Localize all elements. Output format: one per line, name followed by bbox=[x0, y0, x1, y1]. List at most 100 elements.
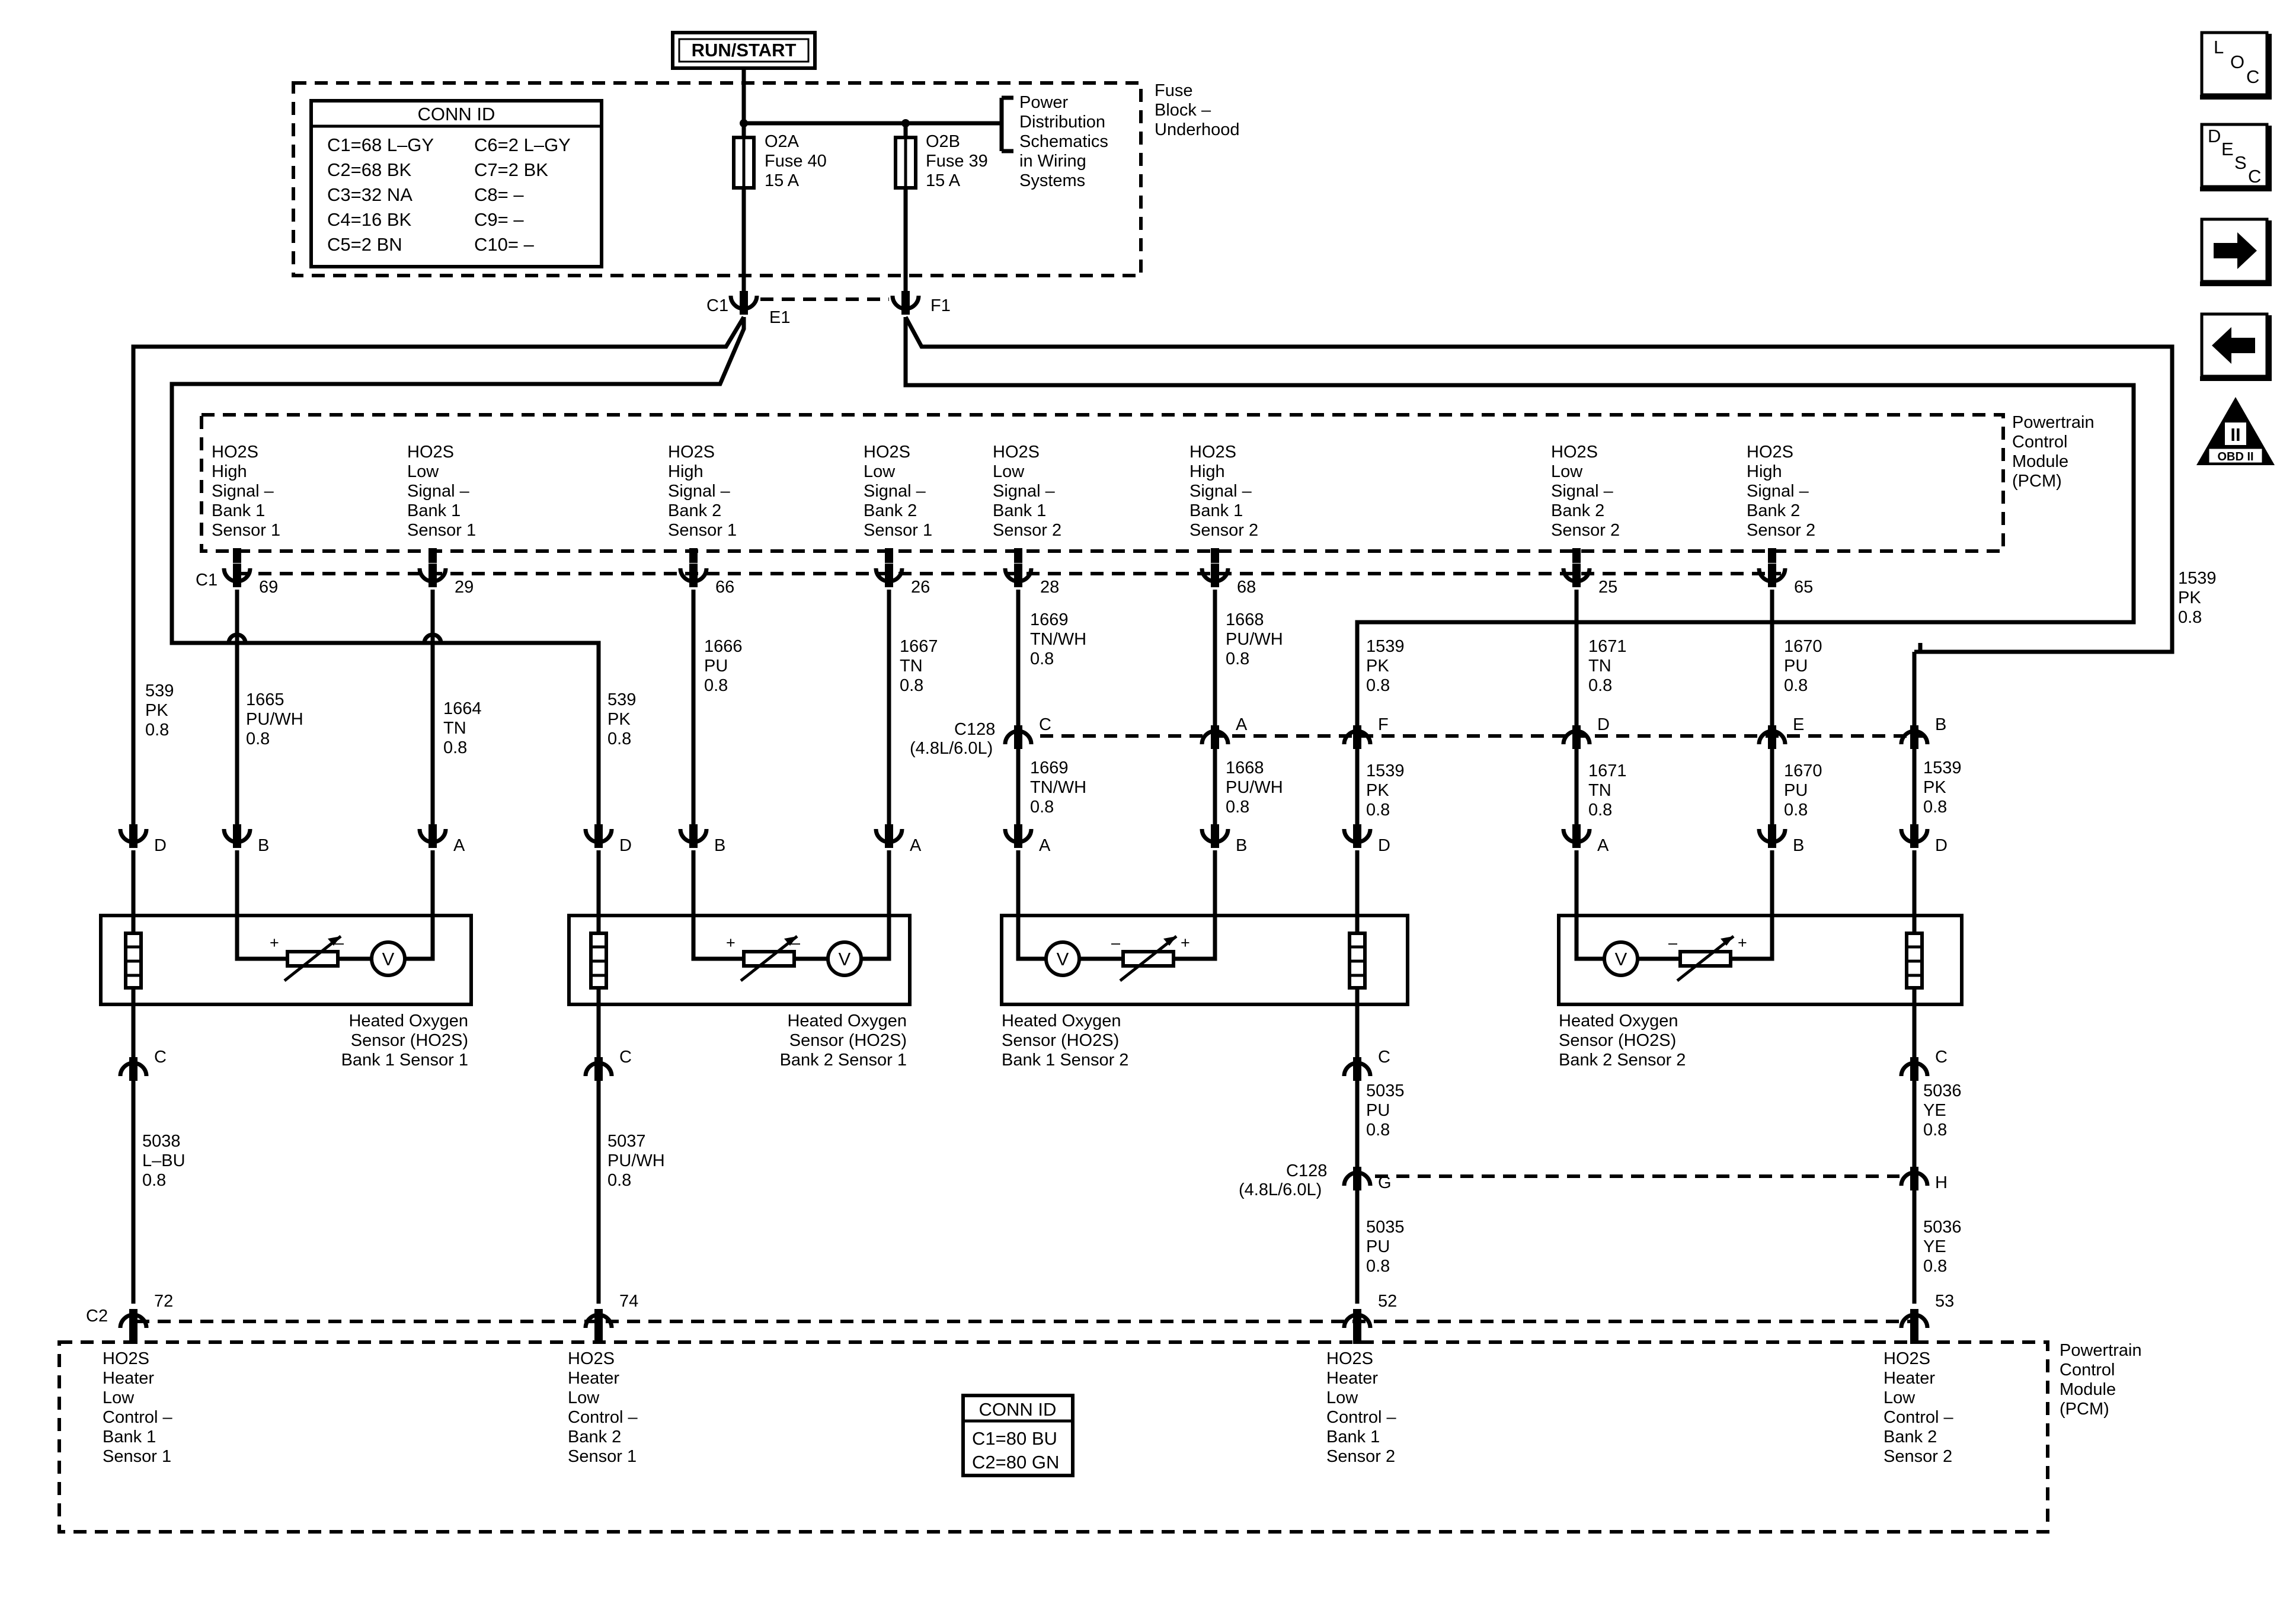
desc-button[interactable]: D E S C bbox=[2200, 123, 2272, 191]
c128-upper-pin-letter-0: C bbox=[1039, 715, 1051, 734]
wire-label-1670-upper-2: 0.8 bbox=[1784, 676, 1808, 695]
sensor-3-pin-letter-2: D bbox=[1935, 836, 1948, 855]
wire-crossover-1 bbox=[422, 632, 443, 644]
wire-label-1669-upper-0: 1669 bbox=[1030, 610, 1069, 629]
wire-label-5037-2: 0.8 bbox=[607, 1171, 631, 1190]
pcm-top-terminal-0-line-4: Sensor 1 bbox=[212, 521, 280, 540]
pcm-top-terminal-3-line-1: Low bbox=[864, 462, 896, 481]
pcm-top-terminal-6-line-0: HO2S bbox=[1551, 443, 1598, 462]
wire-label-1668-upper-1: PU/WH bbox=[1226, 630, 1283, 649]
pcm-bottom-terminal-1-line-4: Bank 2 bbox=[568, 1427, 621, 1446]
wire-label-1539-lower-2: 0.8 bbox=[1366, 801, 1390, 820]
sensor-1-label-0: Heated Oxygen bbox=[787, 1012, 907, 1030]
loc-letter-o: O bbox=[2230, 52, 2244, 72]
wire-label-5036-lower-1: YE bbox=[1923, 1237, 1946, 1256]
pcm-top-pin-number-2: 66 bbox=[715, 578, 734, 597]
wire-label-1670-lower-2: 0.8 bbox=[1784, 801, 1808, 820]
pcm-top-pin-2 bbox=[680, 564, 706, 587]
pcm-bottom-terminal-3-line-0: HO2S bbox=[1884, 1349, 1930, 1368]
loc-letter-l: L bbox=[2214, 37, 2224, 57]
pcm-bottom-terminal-0-line-2: Low bbox=[103, 1388, 135, 1407]
pcm-top-terminal-5-line-0: HO2S bbox=[1189, 443, 1236, 462]
sensor-3-top-pin-1 bbox=[1759, 824, 1785, 848]
conn-id-right-3: C8= – bbox=[474, 184, 524, 205]
pcm-top-terminal-3-line-3: Bank 2 bbox=[864, 501, 917, 520]
power-distribution-reference[interactable]: Power Distribution Schematics in Wiring … bbox=[1019, 93, 1108, 190]
pcm-bottom-terminal-3-line-5: Sensor 2 bbox=[1884, 1447, 1952, 1466]
sensor-0-top-pin-1 bbox=[224, 824, 250, 848]
pcm-bottom-conn-id-1: C1=80 BU bbox=[972, 1428, 1057, 1449]
pcm-top-pin-0 bbox=[224, 564, 250, 587]
sensor-0-bottom-pin-letter: C bbox=[154, 1048, 167, 1067]
pcm-bottom-terminal-1-line-1: Heater bbox=[568, 1369, 619, 1388]
pcm-top-pin-number-7: 65 bbox=[1794, 578, 1813, 597]
pcm-top-pin-5 bbox=[1202, 564, 1228, 587]
wire-label-1539-upper-2: 0.8 bbox=[1366, 676, 1390, 695]
fuse-o2b-number: Fuse 39 bbox=[926, 152, 988, 171]
sensor-2-pin-letter-0: A bbox=[1039, 836, 1051, 855]
wire-label-1664-0: 1664 bbox=[443, 699, 482, 718]
supply-wiring bbox=[131, 316, 2175, 827]
sensor-2-label-1: Sensor (HO2S) bbox=[1002, 1031, 1119, 1050]
run-start-supply: RUN/START bbox=[671, 31, 817, 70]
fuse-o2a-rating: 15 A bbox=[765, 171, 800, 190]
wire-label-1670-upper-1: PU bbox=[1784, 657, 1808, 676]
c128-lower-pin-letter-0: G bbox=[1378, 1173, 1392, 1192]
c128-lower-pin-1 bbox=[1901, 1167, 1927, 1190]
wire-label-5035-lower-0: 5035 bbox=[1366, 1218, 1405, 1237]
sensor-0-voltmeter-icon bbox=[370, 940, 407, 977]
wire-label-1664-1: TN bbox=[443, 719, 466, 738]
c128-upper-pin-letter-2: F bbox=[1378, 715, 1389, 734]
obd-ii-button[interactable]: II OBD II bbox=[2196, 397, 2275, 465]
pcm-bottom-conn-id-2: C2=80 GN bbox=[972, 1452, 1059, 1473]
pcm-bottom-terminal-1-line-0: HO2S bbox=[568, 1349, 615, 1368]
wire-label-5037-1: PU/WH bbox=[607, 1151, 665, 1170]
pcm-bottom-terminal-2-line-1: Heater bbox=[1326, 1369, 1378, 1388]
sensor-3-voltmeter-symbol: V bbox=[1615, 949, 1627, 969]
sensor-1-top-pin-2 bbox=[876, 824, 902, 848]
left-arrow-icon bbox=[2212, 327, 2255, 364]
pcm-top-label-3: Module bbox=[2012, 452, 2068, 471]
wire-label-1665-1: PU/WH bbox=[246, 710, 303, 729]
wire-label-1666-0: 1666 bbox=[704, 637, 743, 656]
pcm-bottom-pin-2 bbox=[1344, 1309, 1370, 1333]
pcm-top-terminal-4-line-2: Signal – bbox=[993, 482, 1056, 501]
pcm-top-terminal-5-line-3: Bank 1 bbox=[1189, 501, 1243, 520]
c128-lower-pin-letter-1: H bbox=[1935, 1173, 1948, 1192]
sensor-2-top-pin-0 bbox=[1005, 824, 1031, 848]
pcm-bottom-label-3: Module bbox=[2060, 1380, 2116, 1399]
previous-button[interactable] bbox=[2200, 312, 2272, 381]
pcm-top-terminal-6-line-4: Sensor 2 bbox=[1551, 521, 1620, 540]
loc-button[interactable]: L O C bbox=[2200, 31, 2272, 100]
wire-label-1539-b2-1: PK bbox=[1923, 778, 1946, 797]
pcm-bottom-pin-number-1: 74 bbox=[619, 1292, 638, 1311]
wire-label-1669-upper-1: TN/WH bbox=[1030, 630, 1086, 649]
wire-label-1539-b2-2: 0.8 bbox=[1923, 798, 1947, 817]
sensor-0-top-pin-0 bbox=[120, 824, 146, 848]
next-button[interactable] bbox=[2200, 217, 2272, 286]
wire-label-1539-lower-1: PK bbox=[1366, 781, 1389, 800]
wire-label-5038-0: 5038 bbox=[142, 1132, 181, 1151]
wire-label-5036-lower-0: 5036 bbox=[1923, 1218, 1962, 1237]
pcm-top-terminal-1-line-1: Low bbox=[407, 462, 439, 481]
pcm-bottom-terminal-3-line-3: Control – bbox=[1884, 1408, 1954, 1427]
sensor-1-label-2: Bank 2 Sensor 1 bbox=[780, 1051, 907, 1070]
pcm-top-pin-number-0: 69 bbox=[259, 578, 278, 597]
wire-label-1668-upper-0: 1668 bbox=[1226, 610, 1264, 629]
pcm-bottom-terminal-0-line-1: Heater bbox=[103, 1369, 154, 1388]
pcm-bottom-pin-number-0: 72 bbox=[154, 1292, 173, 1311]
wire-label-5035-upper-2: 0.8 bbox=[1366, 1121, 1390, 1140]
fuse-conn-pin-f1: F1 bbox=[930, 296, 951, 315]
run-start-label: RUN/START bbox=[692, 40, 797, 60]
pcm-top-terminal-4-line-0: HO2S bbox=[993, 443, 1040, 462]
pcm-top-terminal-7-line-3: Bank 2 bbox=[1747, 501, 1800, 520]
pcm-top-terminal-7-line-2: Signal – bbox=[1747, 482, 1809, 501]
fuse-block-label-2: Block – bbox=[1155, 101, 1211, 120]
fuse-o2b-rating: 15 A bbox=[926, 171, 961, 190]
loc-letter-c: C bbox=[2246, 66, 2259, 87]
wire-label-5035-lower-1: PU bbox=[1366, 1237, 1390, 1256]
sensor-0-top-pin-2 bbox=[420, 824, 446, 848]
sensor-2-variable-arrowhead-icon bbox=[1163, 936, 1176, 946]
pcm-top-pin-4 bbox=[1005, 564, 1031, 587]
sensor-1-minus-sign: – bbox=[791, 934, 800, 952]
